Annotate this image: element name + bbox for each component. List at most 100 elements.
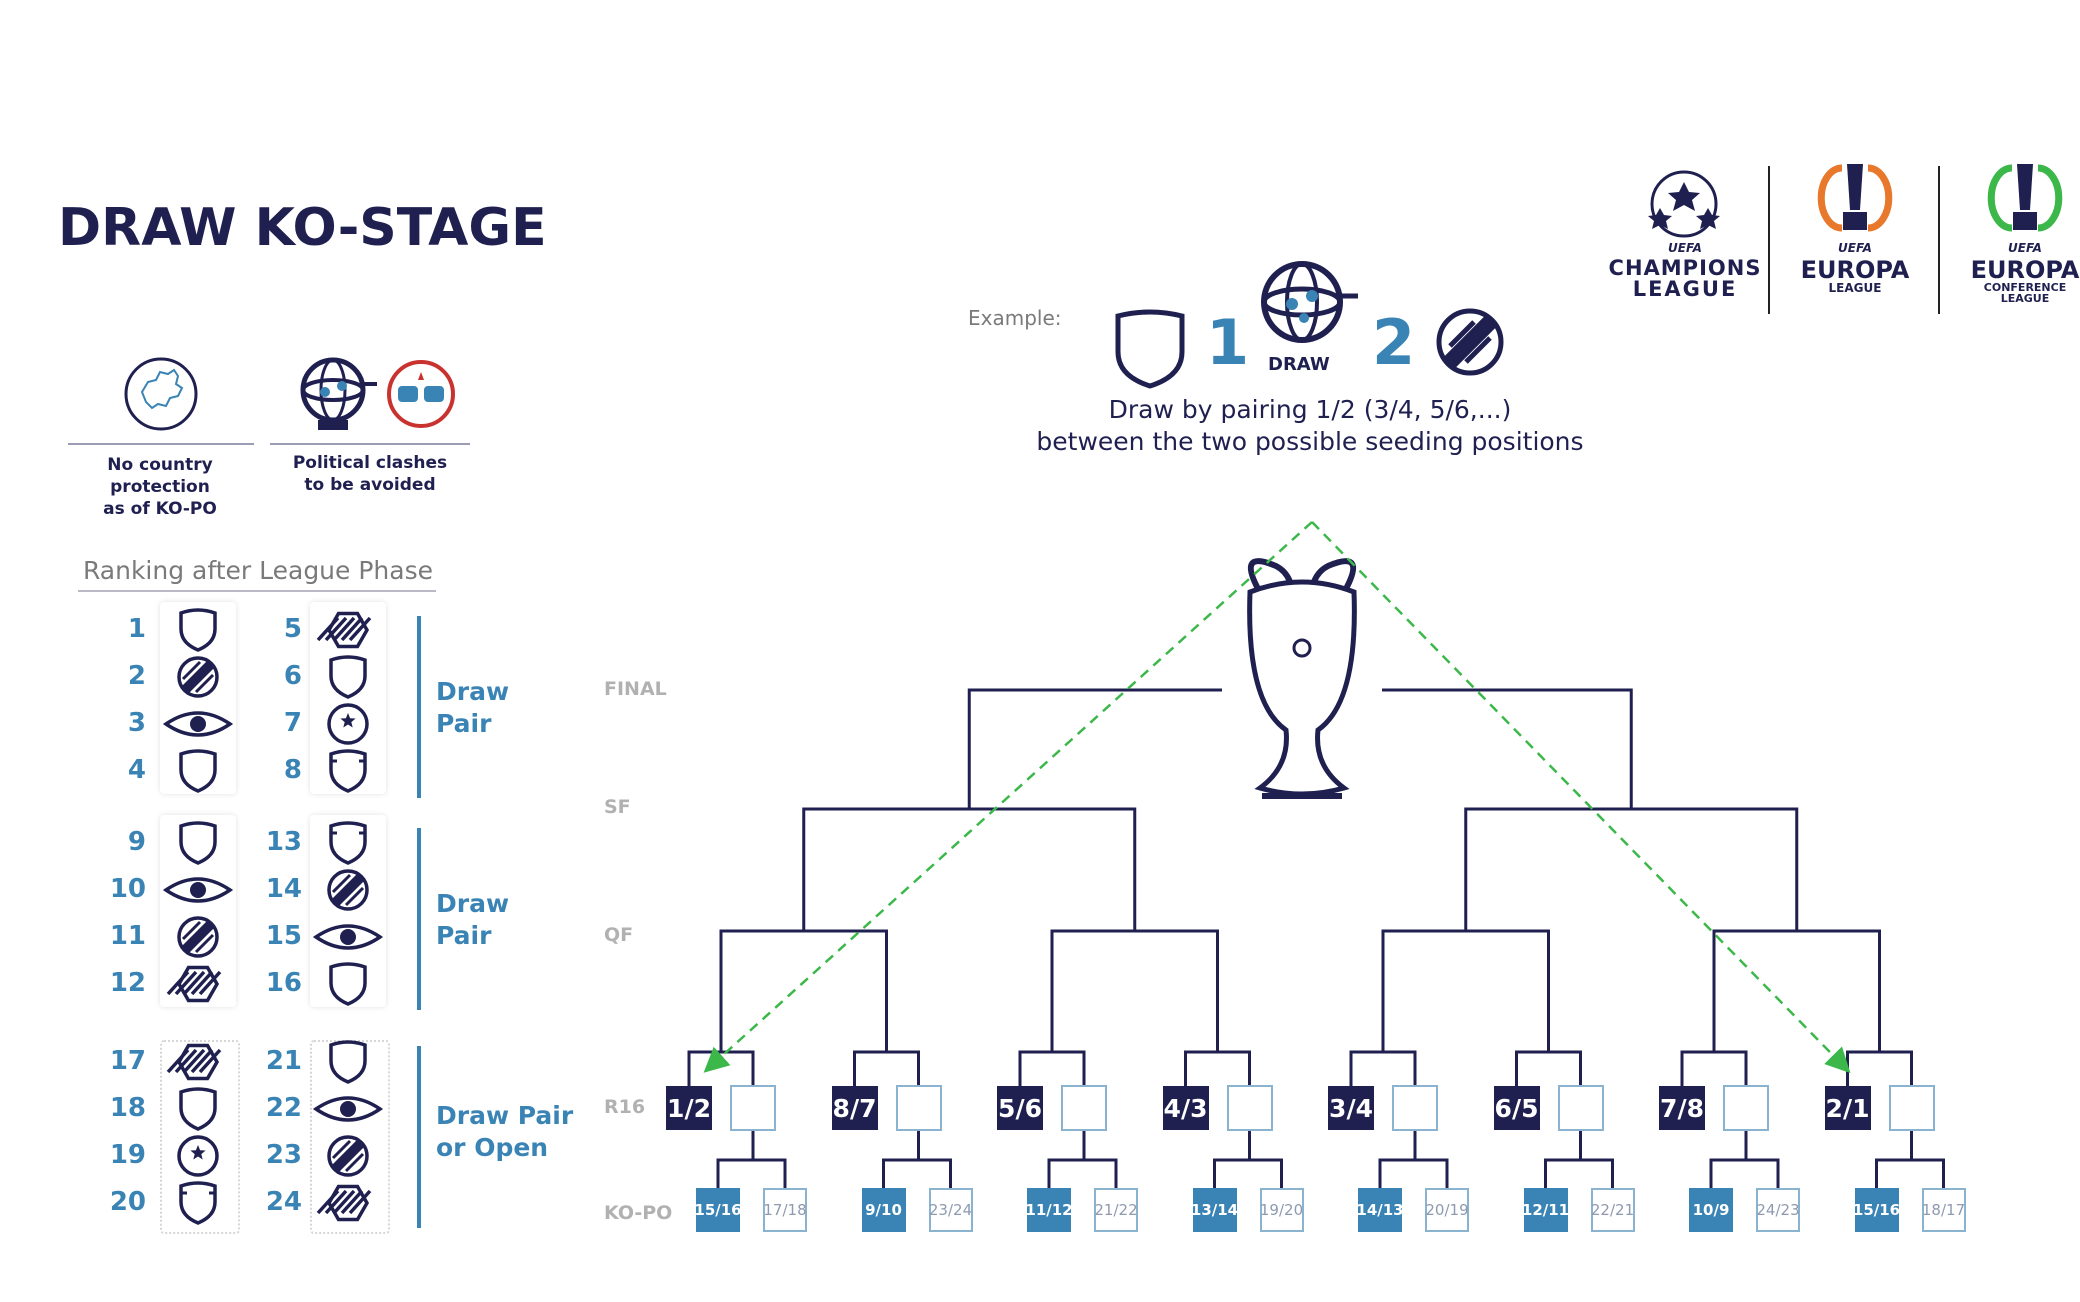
ko-po-connector — [1047, 1158, 1118, 1188]
r16-connector — [1018, 1050, 1086, 1086]
ko-po-connector — [1709, 1158, 1780, 1188]
protection-divider — [68, 443, 254, 445]
final-connector — [967, 688, 1222, 809]
r16-open-slot — [1888, 1085, 1935, 1131]
r16-connector — [687, 1050, 755, 1086]
striped-circle-icon — [327, 1135, 369, 1177]
r16-open-slot — [1392, 1085, 1438, 1131]
rank-number: 23 — [265, 1140, 302, 1170]
rank-number: 11 — [109, 921, 146, 951]
r16-pair-box: 8/7 — [831, 1086, 878, 1130]
plain-shield-icon — [179, 821, 217, 865]
star-circle-icon — [327, 703, 369, 745]
lottery-drum-icon — [1261, 261, 1358, 343]
striped-hexagon-icon — [166, 965, 222, 1003]
rank-number: 16 — [265, 968, 302, 998]
rank-number: 6 — [283, 661, 302, 691]
r16-connector — [1184, 1050, 1251, 1086]
ko-po-connector — [716, 1158, 787, 1188]
conference-league-trophy-icon — [1987, 164, 2063, 232]
badge-column — [160, 602, 236, 794]
ko-po-seeded-box: 13/14 — [1191, 1188, 1238, 1232]
ko-po-seeded-box: 12/11 — [1522, 1188, 1569, 1232]
r16-pair-box: 3/4 — [1328, 1086, 1374, 1130]
group-bracket-line — [417, 616, 421, 798]
striped-circle-icon — [327, 869, 369, 911]
rank-number: 21 — [265, 1046, 302, 1076]
r16-pair-box: 6/5 — [1493, 1086, 1540, 1130]
round-label-ko-po: KO-PO — [604, 1202, 673, 1224]
ko-po-seeded-box: 15/16 — [1853, 1188, 1900, 1232]
champions-league-star-ball-icon — [1648, 170, 1720, 238]
draw-arrow-left — [703, 521, 1313, 1073]
badge-column — [160, 815, 236, 1007]
r16-pair-box: 2/1 — [1824, 1086, 1871, 1130]
conference-league-logo: UEFA EUROPA CONFERENCE LEAGUE — [1970, 241, 2080, 305]
notched-shield-icon — [179, 1181, 217, 1225]
eye-icon — [312, 1096, 384, 1122]
striped-hexagon-icon — [166, 1043, 222, 1081]
rank-number: 5 — [283, 614, 302, 644]
eye-icon — [162, 877, 234, 903]
ko-po-seeded-box: 9/10 — [861, 1188, 906, 1232]
logo-separator — [1768, 166, 1770, 314]
rank-number: 17 — [109, 1046, 146, 1076]
ko-po-seeded-box: 14/13 — [1356, 1188, 1404, 1232]
r16-pair-box: 1/2 — [666, 1086, 712, 1130]
europa-league-logo: UEFA EUROPA LEAGUE — [1800, 241, 1910, 295]
rank-number: 7 — [283, 708, 302, 738]
protection-label: Political clashes to be avoided — [292, 453, 448, 495]
r16-pair-box: 4/3 — [1162, 1086, 1209, 1130]
rank-number: 2 — [127, 661, 146, 691]
europa-league-trophy-icon — [1817, 164, 1893, 232]
ko-po-unseeded-box: 17/18 — [763, 1188, 807, 1232]
rank-number: 10 — [109, 874, 146, 904]
eye-icon — [162, 711, 234, 737]
round-label-qf: QF — [604, 924, 634, 946]
ko-po-connector — [1378, 1158, 1449, 1188]
striped-hexagon-icon — [316, 611, 372, 649]
rank-number: 20 — [109, 1187, 146, 1217]
r16-open-slot — [730, 1085, 776, 1131]
draw-arrow-right — [1311, 521, 1851, 1074]
eye-icon — [312, 924, 384, 950]
ko-po-unseeded-box: 19/20 — [1259, 1188, 1304, 1232]
plain-shield-icon — [329, 962, 367, 1006]
ko-po-unseeded-box: 20/19 — [1425, 1188, 1469, 1232]
rank-number: 15 — [265, 921, 302, 951]
r16-pair-box: 7/8 — [1659, 1086, 1705, 1130]
striped-circle-icon — [177, 656, 219, 698]
ko-po-unseeded-box: 22/21 — [1590, 1188, 1635, 1232]
sf-connector — [802, 807, 1137, 931]
ko-po-unseeded-box: 23/24 — [928, 1188, 973, 1232]
round-label-sf: SF — [604, 796, 631, 818]
page-title: DRAW KO-STAGE — [58, 198, 547, 258]
ko-po-seeded-box: 11/12 — [1025, 1188, 1073, 1232]
ko-po-unseeded-box: 21/22 — [1094, 1188, 1138, 1232]
plain-shield-icon — [329, 1040, 367, 1084]
rank-number: 4 — [127, 755, 146, 785]
r16-connector — [1349, 1050, 1417, 1086]
striped-hexagon-icon — [316, 1184, 372, 1222]
plain-shield-icon — [329, 655, 367, 699]
round-label-r16: R16 — [604, 1096, 646, 1118]
ko-po-seeded-box: 10/9 — [1689, 1188, 1733, 1232]
plain-shield-icon — [179, 1087, 217, 1131]
group-bracket-line — [417, 828, 421, 1010]
r16-open-slot — [1226, 1085, 1273, 1131]
ko-po-seeded-box: 15/16 — [694, 1188, 742, 1232]
group-label: Draw Pair or Open — [436, 1101, 574, 1162]
star-circle-icon — [177, 1135, 219, 1177]
notched-shield-icon — [329, 749, 367, 793]
europe-map-icon — [124, 357, 198, 431]
example-caption: Draw by pairing 1/2 (3/4, 5/6,...) betwe… — [1036, 395, 1584, 456]
ko-po-unseeded-box: 18/17 — [1921, 1188, 1966, 1232]
final-connector — [1382, 688, 1633, 809]
badge-column — [310, 815, 386, 1007]
rank-number: 9 — [127, 827, 146, 857]
champions-league-trophy-icon — [1247, 558, 1357, 799]
